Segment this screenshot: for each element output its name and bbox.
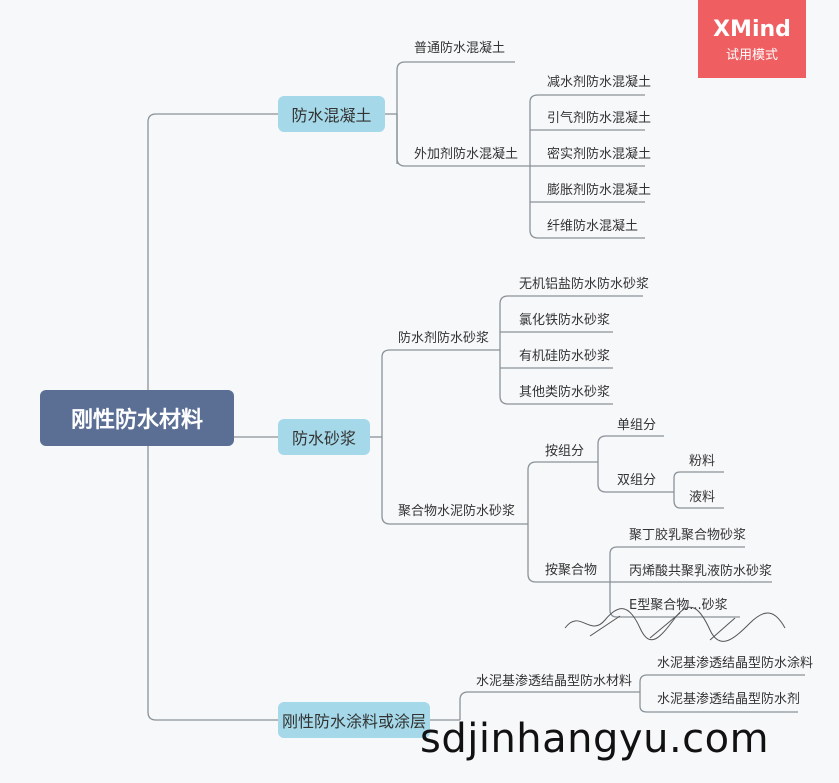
site-watermark: sdjinhangyu.com [420, 716, 770, 762]
handwritten-scribble [564, 606, 786, 642]
subtopic-admixture-concrete[interactable]: 外加剂防水混凝土 [414, 147, 519, 162]
leaf-single-component[interactable]: 单组分 [617, 418, 657, 433]
leaf-item[interactable]: 减水剂防水混凝土 [547, 75, 652, 90]
group-double-component[interactable]: 双组分 [617, 473, 657, 488]
subtopic-polymer-mortar[interactable]: 聚合物水泥防水砂浆 [398, 504, 516, 519]
leaf-item[interactable]: 无机铝盐防水防水砂浆 [519, 277, 650, 292]
xmind-logo-text: XMind [713, 17, 791, 42]
leaf-item[interactable]: 水泥基渗透结晶型防水剂 [657, 692, 801, 707]
topic-waterproof-concrete[interactable]: 防水混凝土 [278, 96, 385, 132]
leaf-item[interactable]: 纤维防水混凝土 [547, 219, 639, 234]
subtopic-cement-crystalline[interactable]: 水泥基渗透结晶型防水材料 [476, 674, 633, 689]
leaf-item[interactable]: 膨胀剂防水混凝土 [547, 183, 652, 198]
leaf-liquid[interactable]: 液料 [689, 490, 716, 505]
xmind-trial-badge: XMind 试用模式 [698, 0, 806, 78]
topic-rigid-coating[interactable]: 刚性防水涂料或涂层 [278, 702, 430, 738]
leaf-item[interactable]: 水泥基渗透结晶型防水涂料 [657, 656, 814, 671]
topic-waterproof-mortar[interactable]: 防水砂浆 [278, 419, 370, 455]
leaf-item[interactable]: 密实剂防水混凝土 [547, 147, 652, 162]
leaf-powder[interactable]: 粉料 [689, 454, 716, 469]
subtopic-ordinary-concrete[interactable]: 普通防水混凝土 [414, 41, 506, 56]
leaf-item[interactable]: 聚丁胶乳聚合物砂浆 [629, 528, 747, 543]
trial-mode-label: 试用模式 [725, 48, 778, 63]
group-by-polymer[interactable]: 按聚合物 [545, 563, 598, 578]
leaf-item[interactable]: 有机硅防水砂浆 [519, 349, 611, 364]
leaf-item[interactable]: 其他类防水砂浆 [519, 385, 611, 400]
leaf-item[interactable]: 引气剂防水混凝土 [547, 111, 652, 126]
leaf-item[interactable]: E型聚合物...砂浆 [629, 598, 728, 613]
group-by-component[interactable]: 按组分 [545, 444, 585, 459]
leaf-item[interactable]: 氯化铁防水砂浆 [519, 313, 611, 328]
root-topic[interactable]: 刚性防水材料 [40, 390, 234, 446]
subtopic-agent-mortar[interactable]: 防水剂防水砂浆 [398, 331, 490, 346]
leaf-item[interactable]: 丙烯酸共聚乳液防水砂浆 [629, 564, 773, 579]
